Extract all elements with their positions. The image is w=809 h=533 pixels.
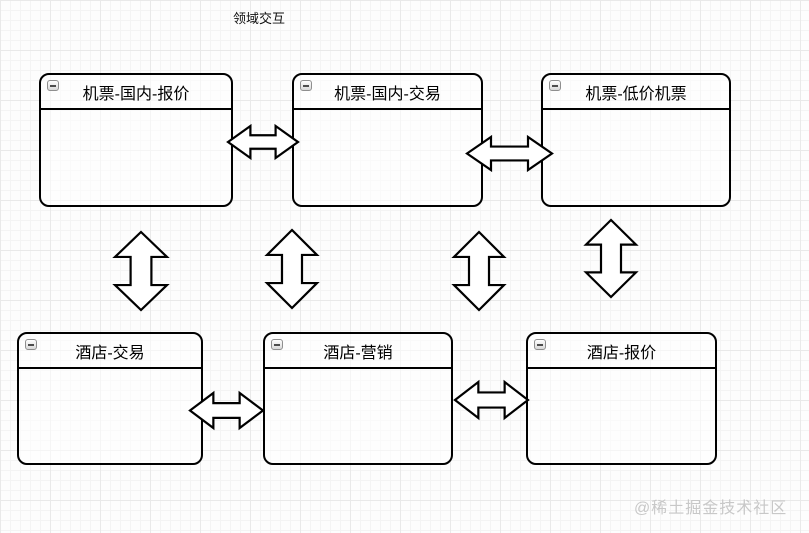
node-header: 酒店-报价 [528, 334, 715, 369]
collapse-minus-icon[interactable] [25, 339, 37, 350]
collapse-minus-icon[interactable] [549, 80, 561, 91]
node-header: 机票-国内-交易 [294, 75, 481, 110]
node-body [528, 370, 715, 463]
node-title: 机票-国内-交易 [334, 85, 441, 103]
node-body [543, 111, 729, 205]
collapse-minus-icon[interactable] [271, 339, 283, 350]
diagram-node-flight-domestic-trade[interactable]: 机票-国内-交易 [292, 73, 483, 207]
node-header: 机票-国内-报价 [41, 75, 231, 110]
diagram-node-flight-low-price[interactable]: 机票-低价机票 [541, 73, 731, 207]
node-header: 机票-低价机票 [543, 75, 729, 110]
two-way-arrow-flight-domestic-quote-to-flight-domestic-trade[interactable] [226, 123, 300, 161]
diagram-node-hotel-marketing[interactable]: 酒店-营销 [263, 332, 453, 465]
collapse-minus-icon[interactable] [534, 339, 546, 350]
node-body [265, 370, 451, 463]
diagram-node-hotel-trade[interactable]: 酒店-交易 [17, 332, 203, 465]
node-title: 酒店-交易 [75, 344, 145, 362]
node-header: 酒店-营销 [265, 334, 451, 369]
node-body [19, 370, 201, 463]
diagram-node-flight-domestic-quote[interactable]: 机票-国内-报价 [39, 73, 233, 207]
node-title: 酒店-报价 [586, 344, 657, 362]
two-way-arrow-flight-domestic-quote-to-hotel-trade[interactable] [112, 230, 170, 312]
node-title: 酒店-营销 [323, 344, 393, 362]
diagram-node-hotel-quote[interactable]: 酒店-报价 [526, 332, 717, 465]
node-header: 酒店-交易 [19, 334, 201, 369]
two-way-arrow-flight-domestic-trade-to-hotel-marketing[interactable] [264, 228, 320, 310]
node-body [294, 111, 481, 205]
page-title: 领域交互 [233, 11, 286, 26]
two-way-arrow-flight-low-price-to-hotel-quote[interactable] [583, 218, 639, 299]
node-title: 机票-低价机票 [585, 85, 687, 103]
watermark: @稀土掘金技术社区 [634, 500, 788, 517]
two-way-arrow-flight-domestic-trade-to-hotel-marketing[interactable] [451, 230, 507, 312]
node-title: 机票-国内-报价 [82, 85, 190, 103]
collapse-minus-icon[interactable] [300, 80, 312, 91]
node-body [41, 111, 231, 205]
collapse-minus-icon[interactable] [47, 80, 59, 91]
two-way-arrow-hotel-marketing-to-hotel-quote[interactable] [453, 379, 530, 421]
